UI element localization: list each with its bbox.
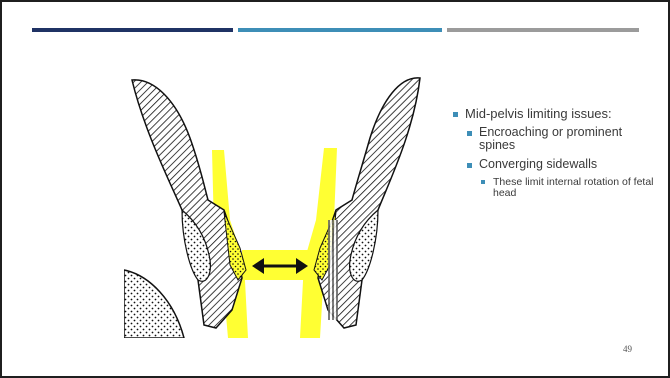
- pelvis-diagram-svg: [124, 70, 434, 338]
- header-bar-gray: [447, 28, 639, 32]
- sub-bullet-item: Encroaching or prominent spines: [450, 126, 660, 152]
- sub-sub-bullet-text: These limit internal rotation of fetal h…: [493, 176, 654, 199]
- square-bullet-icon: [453, 112, 458, 117]
- bullet-item: Mid-pelvis limiting issues:: [450, 106, 660, 122]
- square-bullet-icon: [481, 180, 485, 184]
- header-bar-teal: [238, 28, 442, 32]
- square-bullet-icon: [467, 163, 472, 168]
- sub-bullet-item: Converging sidewalls: [450, 158, 660, 171]
- sub-sub-bullet-item: These limit internal rotation of fetal h…: [450, 177, 660, 199]
- page-number: 49: [623, 344, 632, 354]
- square-bullet-icon: [467, 131, 472, 136]
- bullet-list: Mid-pelvis limiting issues: Encroaching …: [450, 106, 660, 203]
- header-bar-navy: [32, 28, 233, 32]
- pelvis-midplane-diagram: [124, 70, 434, 338]
- sub-bullet-text: Converging sidewalls: [479, 157, 597, 171]
- bullet-text: Mid-pelvis limiting issues:: [465, 106, 612, 121]
- femoral-head: [124, 270, 184, 338]
- sub-bullet-text: Encroaching or prominent spines: [479, 125, 622, 152]
